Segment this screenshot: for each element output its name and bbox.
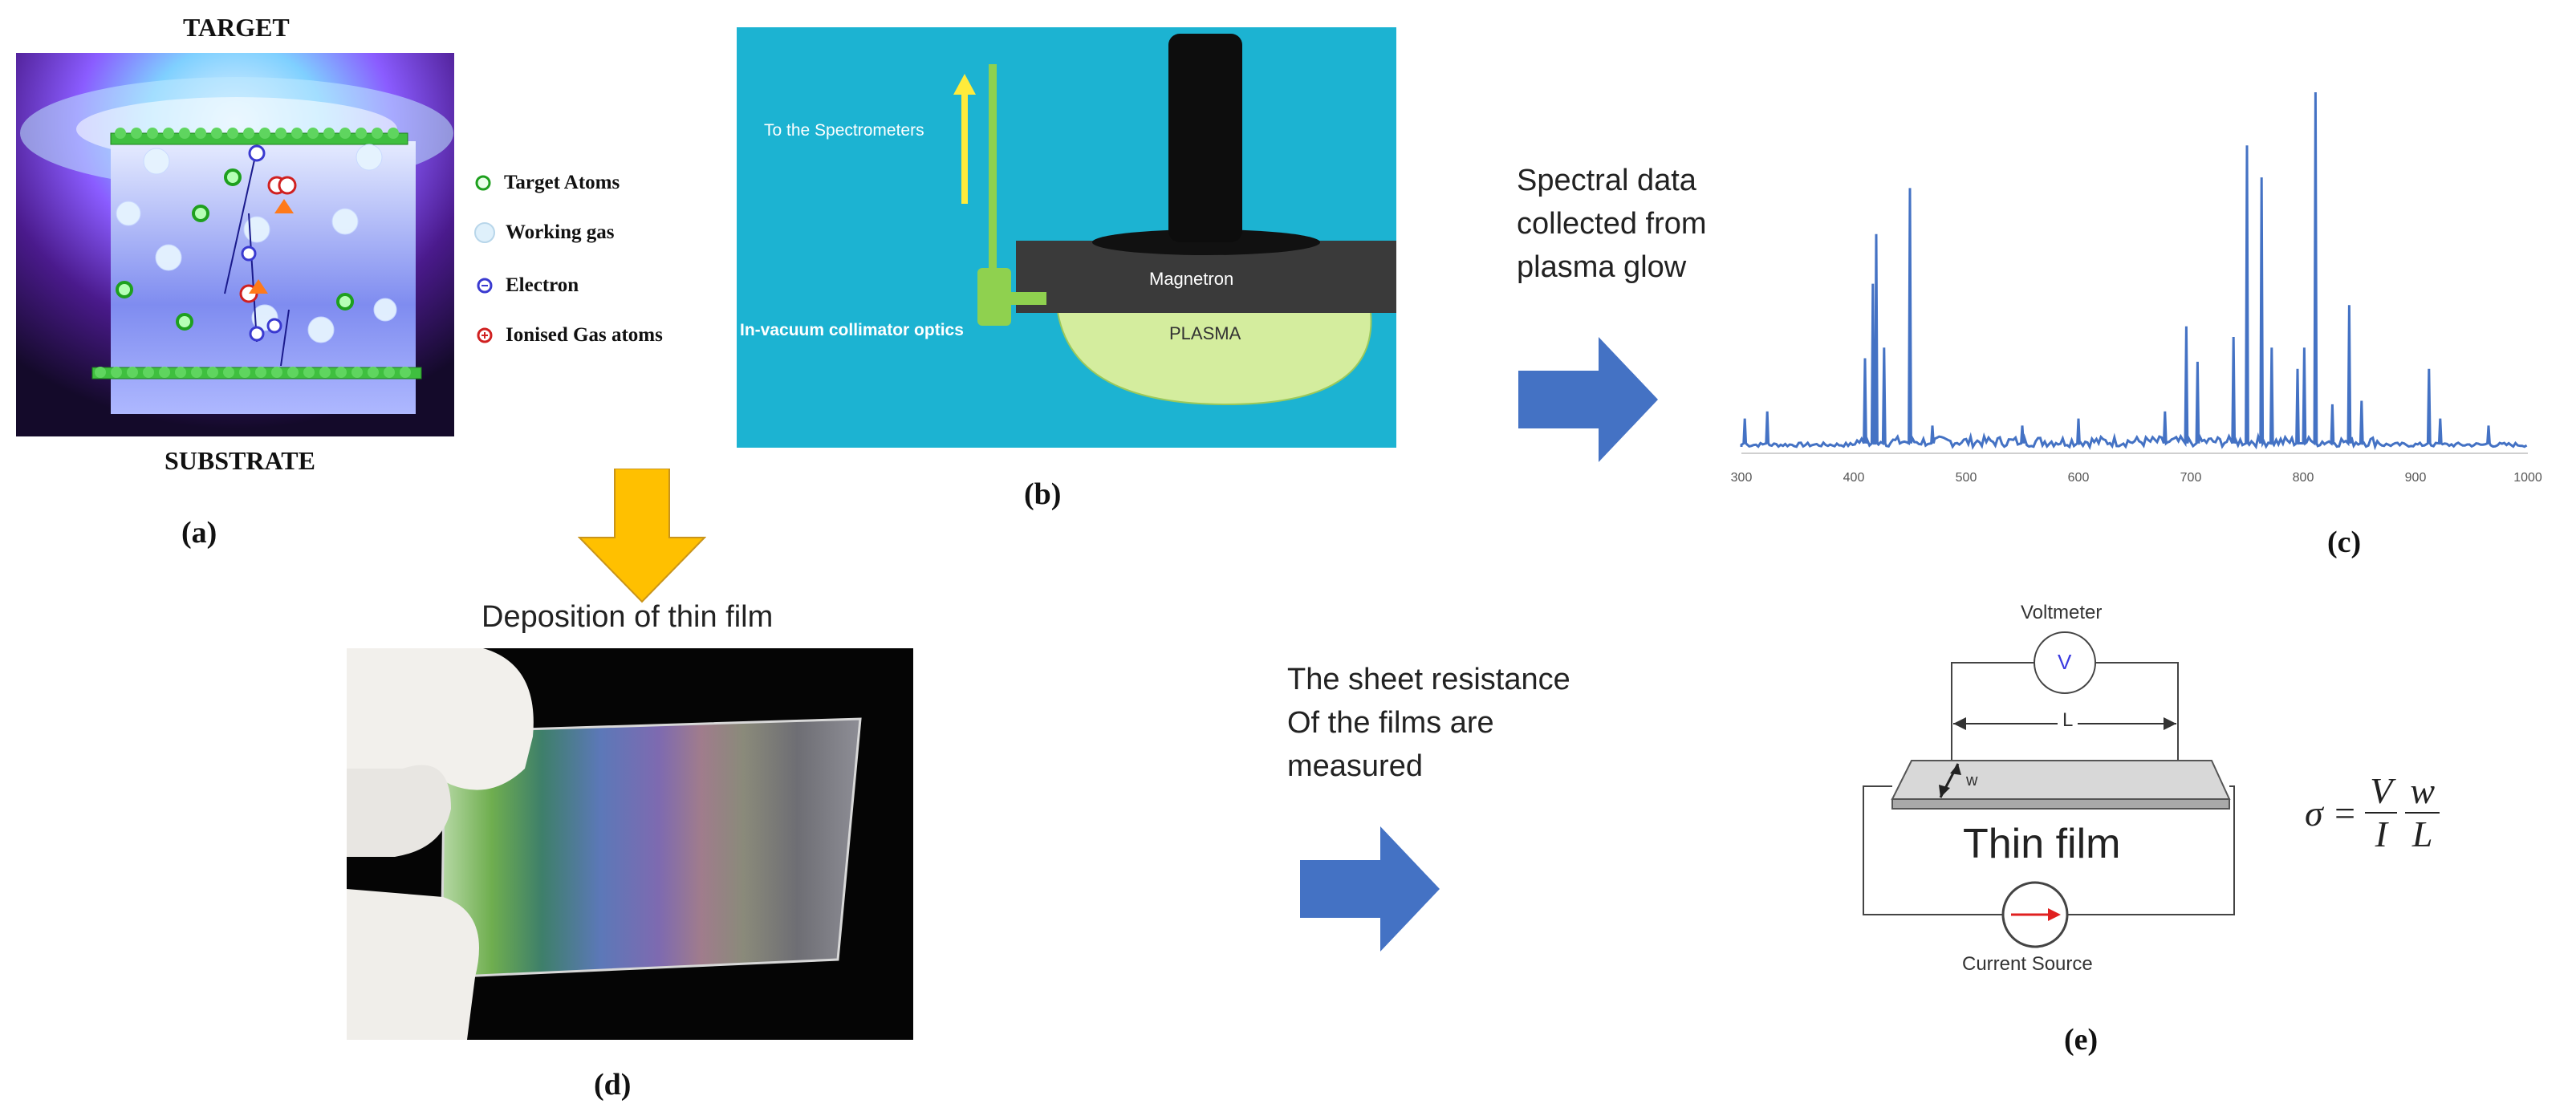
thin-film-photo — [347, 648, 913, 1040]
legend-label: Ionised Gas atoms — [506, 324, 663, 346]
spectrometer-label: To the Spectrometers — [764, 121, 924, 140]
formula-fraction-v-i: V I — [2365, 770, 2398, 855]
panel-a-title-target: TARGET — [183, 13, 290, 42]
sheet-text-line: Of the films are — [1287, 706, 1494, 740]
spectral-text-line: plasma glow — [1517, 250, 1687, 284]
x-tick-label: 1000 — [2513, 471, 2542, 485]
x-tick-label: 500 — [1956, 471, 1977, 485]
down-arrow-icon — [578, 469, 706, 603]
current-source-label: Current Source — [1962, 953, 2093, 975]
x-tick-label: 400 — [1843, 471, 1865, 485]
legend-label: Target Atoms — [504, 172, 620, 193]
formula-denominator: L — [2411, 814, 2433, 854]
x-tick-label: 700 — [2180, 471, 2202, 485]
panel-d-caption: (d) — [594, 1068, 632, 1102]
panel-b-caption: (b) — [1024, 477, 1062, 511]
legend-item-target-atoms: Target Atoms — [473, 168, 620, 197]
panel-e-caption: (e) — [2064, 1023, 2099, 1057]
formula-sigma: σ = — [2305, 792, 2358, 834]
sheet-conductivity-formula: σ = V I w L — [2305, 770, 2440, 855]
legend-label: Electron — [506, 274, 579, 296]
spectrum-chart: 300 400 500 600 700 800 900 1000 — [1731, 91, 2542, 485]
sputtering-illustration — [16, 53, 454, 436]
target-atom-icon — [475, 175, 491, 191]
four-point-probe-diagram — [1863, 631, 2235, 948]
ion-icon — [477, 327, 493, 343]
legend-label: Working gas — [506, 221, 615, 243]
spectral-text: Spectral data collected from plasma glow — [1517, 159, 1707, 289]
magnetron-diagram — [737, 27, 1396, 448]
panel-c-caption: (c) — [2327, 526, 2362, 559]
panel-a-title-substrate: SUBSTRATE — [165, 446, 315, 475]
x-tick-label: 600 — [2068, 471, 2090, 485]
spectral-text-line: collected from — [1517, 207, 1707, 241]
right-arrow-icon — [1300, 826, 1440, 952]
legend-item-electron: Electron — [475, 271, 579, 300]
magnetron-label: Magnetron — [1149, 269, 1234, 289]
panel-a-caption: (a) — [181, 516, 217, 550]
right-arrow-icon — [1518, 337, 1658, 462]
plasma-label: PLASMA — [1169, 323, 1241, 343]
legend-item-working-gas: Working gas — [473, 218, 614, 247]
electron-icon — [477, 278, 493, 294]
sheet-resistance-text: The sheet resistance Of the films are me… — [1287, 658, 1570, 788]
spectrum-series-line — [1740, 91, 2528, 451]
sheet-text-line: The sheet resistance — [1287, 663, 1570, 696]
length-label: L — [2058, 709, 2078, 732]
panel-d-title: Deposition of thin film — [481, 600, 774, 634]
voltmeter-label: Voltmeter — [2021, 602, 2103, 623]
formula-fraction-w-l: w L — [2405, 770, 2440, 855]
legend-item-ionised-gas: Ionised Gas atoms — [475, 321, 663, 350]
width-label: w — [1966, 772, 1978, 789]
formula-denominator: I — [2375, 814, 2387, 854]
formula-numerator: w — [2405, 770, 2440, 814]
sheet-text-line: measured — [1287, 749, 1423, 783]
spectral-text-line: Spectral data — [1517, 164, 1696, 197]
x-tick-label: 800 — [2293, 471, 2314, 485]
voltmeter-symbol: V — [2058, 650, 2072, 674]
working-gas-icon — [474, 222, 495, 243]
collimator-label: In-vacuum collimator optics — [740, 321, 964, 339]
x-tick-label: 300 — [1731, 471, 1753, 485]
formula-numerator: V — [2365, 770, 2398, 814]
thin-film-label: Thin film — [1963, 821, 2121, 867]
x-tick-label: 900 — [2405, 471, 2427, 485]
